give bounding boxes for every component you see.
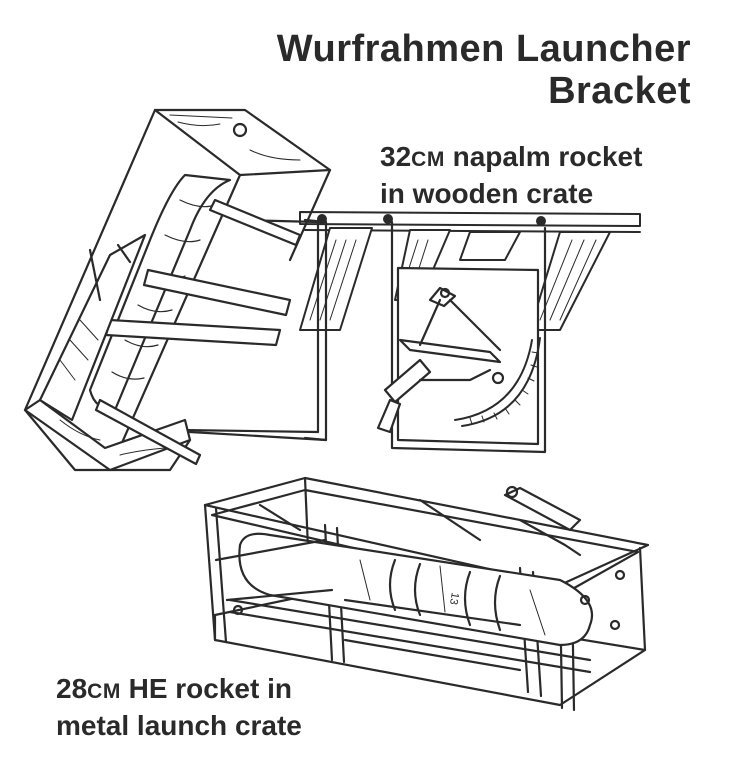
page-title: Wurfrahmen Launcher Bracket: [277, 28, 691, 112]
caption-he-unit: CM: [87, 680, 121, 703]
caption-he-rocket: 28CM HE rocket in metal launch crate: [56, 672, 302, 743]
caption-napalm-size: 32: [380, 141, 412, 172]
right-mounting-plate: [376, 220, 547, 454]
caption-napalm-line-2: in wooden crate: [380, 178, 594, 209]
caption-he-text: HE rocket in: [120, 673, 292, 704]
title-line-2: Bracket: [548, 70, 691, 112]
caption-he-line-1: 28CM HE rocket in: [56, 672, 302, 709]
title-line-1: Wurfrahmen Launcher: [276, 28, 691, 70]
caption-he-size: 28: [56, 673, 88, 704]
wooden-crate: [23, 108, 332, 472]
caption-napalm-line-1: 32CM napalm rocket: [380, 140, 642, 177]
caption-napalm-text: napalm rocket: [444, 141, 643, 172]
rocket-marking: 13: [447, 591, 461, 605]
left-mounting-plate: [178, 218, 328, 442]
caption-napalm-rocket: 32CM napalm rocket in wooden crate: [380, 140, 642, 211]
metal-launch-crate: [203, 476, 650, 712]
caption-he-line-2: metal launch crate: [56, 710, 302, 741]
caption-napalm-unit: CM: [411, 148, 445, 171]
